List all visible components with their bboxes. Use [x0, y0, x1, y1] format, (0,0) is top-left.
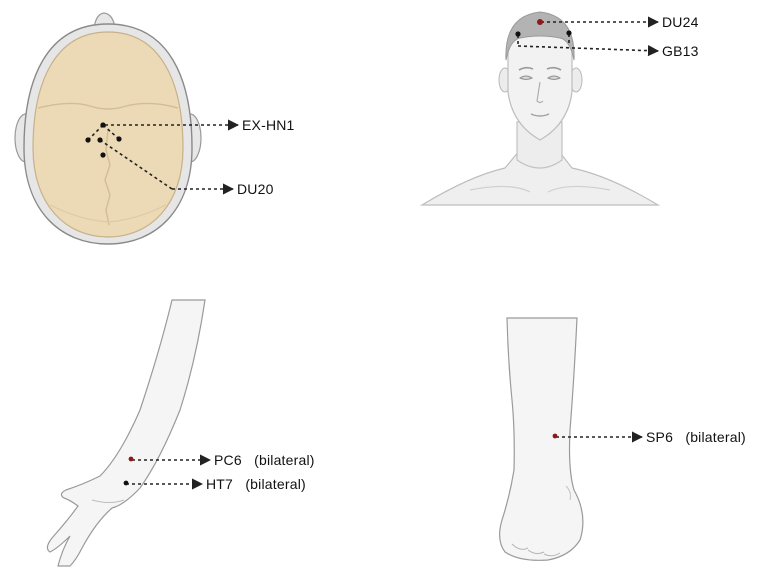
point-exhn1-back [100, 152, 105, 157]
point-ht7 [124, 481, 129, 486]
point-exhn1-right [116, 136, 121, 141]
label-sp6: SP6 (bilateral) [646, 429, 746, 445]
skull-top-view [15, 13, 201, 244]
point-du24 [537, 19, 543, 25]
point-exhn1-front [100, 122, 105, 127]
lower-leg-foot [500, 318, 583, 560]
label-du20: DU20 [237, 181, 274, 197]
label-ht7: HT7 (bilateral) [206, 476, 306, 492]
point-gb13-left [515, 31, 520, 36]
label-pc6: PC6 (bilateral) [214, 452, 315, 468]
point-exhn1-left [85, 137, 90, 142]
label-gb13: GB13 [662, 43, 699, 59]
forearm-hand [47, 300, 205, 566]
label-du24: DU24 [662, 14, 699, 30]
leg-outline [500, 318, 583, 560]
point-du20 [97, 137, 102, 142]
face-front-view [422, 12, 658, 205]
label-exhn1: EX-HN1 [242, 117, 295, 133]
point-sp6 [553, 434, 558, 439]
point-gb13-right [566, 30, 571, 35]
point-pc6 [129, 457, 134, 462]
arm-outline [47, 300, 205, 566]
